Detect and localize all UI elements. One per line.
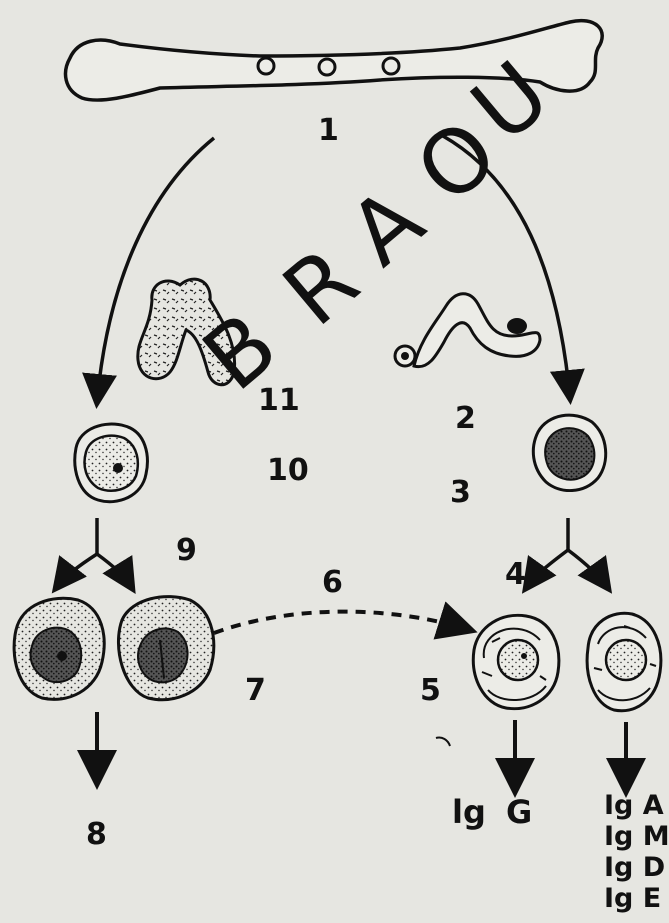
ig-classes-list: Ig A Ig M Ig D Ig E bbox=[604, 790, 666, 914]
ig-class-a: Ig A bbox=[604, 790, 666, 821]
label-9: 9 bbox=[176, 536, 197, 566]
b-precursor-cell bbox=[533, 415, 605, 490]
branch-right-arrow-a bbox=[526, 550, 568, 588]
bursa-organ bbox=[395, 294, 540, 367]
label-4: 4 bbox=[505, 560, 526, 590]
branch-right-arrow-b bbox=[568, 550, 608, 588]
t-cell-1 bbox=[14, 598, 104, 699]
label-11: 11 bbox=[258, 386, 300, 416]
label-ig-prefix: lg bbox=[452, 796, 486, 828]
label-8: 8 bbox=[86, 820, 107, 850]
branch-left-arrow-b bbox=[97, 554, 132, 588]
plasma-cell-1 bbox=[473, 615, 559, 708]
label-ig-class-g: G bbox=[506, 796, 532, 828]
label-10: 10 bbox=[267, 456, 309, 486]
t-cell-2 bbox=[118, 597, 213, 700]
ig-class-e: Ig E bbox=[604, 883, 666, 914]
label-6: 6 bbox=[322, 568, 343, 598]
dashed-arrow-t-to-b-help bbox=[214, 612, 470, 633]
ig-class-d: Ig D bbox=[604, 852, 666, 883]
label-2: 2 bbox=[455, 404, 476, 434]
t-precursor-cell bbox=[75, 424, 148, 502]
stray-mark bbox=[436, 737, 450, 746]
label-3: 3 bbox=[450, 478, 471, 508]
branch-left-arrow-a bbox=[56, 554, 97, 588]
label-7: 7 bbox=[245, 676, 266, 706]
plasma-cell-2 bbox=[587, 613, 661, 710]
ig-class-m: Ig M bbox=[604, 821, 666, 852]
label-5: 5 bbox=[420, 676, 441, 706]
label-1: 1 bbox=[318, 116, 339, 146]
